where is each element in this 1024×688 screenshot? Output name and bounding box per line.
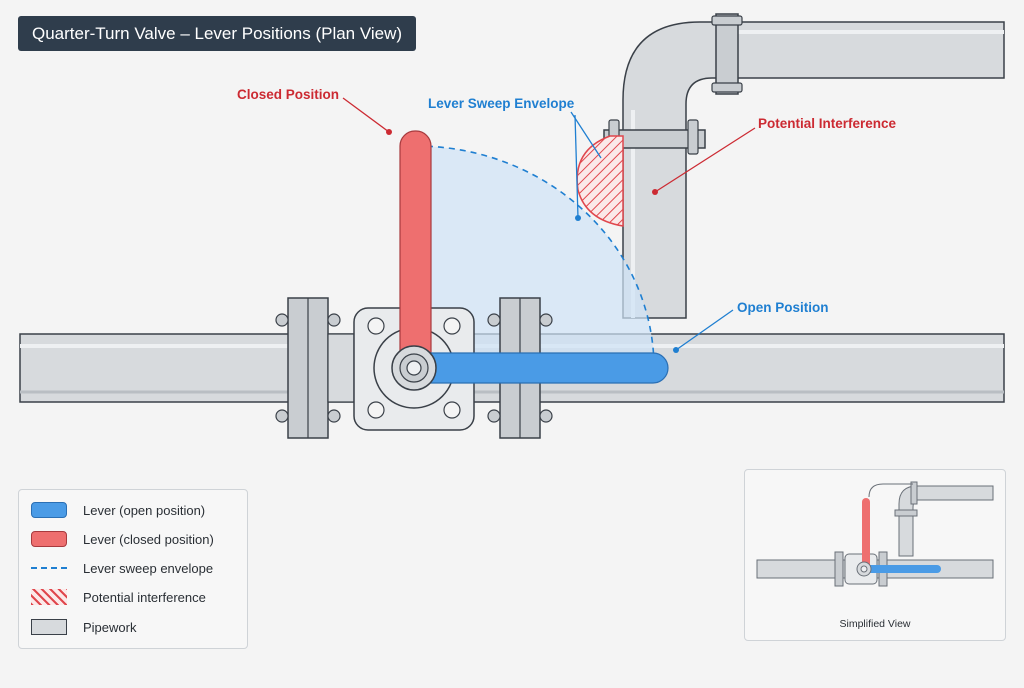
legend-item-lever-closed: Lever (closed position) [31, 529, 214, 549]
legend: Lever (open position) Lever (closed posi… [18, 489, 248, 649]
leader-lines [342, 97, 756, 353]
lever-open [407, 352, 669, 384]
legend-label: Pipework [83, 619, 137, 635]
legend-item-pipework: Pipework [31, 617, 136, 637]
legend-item-interference: Potential interference [31, 587, 206, 607]
hatch-swatch [31, 589, 67, 605]
legend-item-lever-open: Lever (open position) [31, 500, 205, 520]
legend-label: Lever sweep envelope [83, 560, 214, 576]
interference-zone [576, 135, 624, 227]
inset-caption: Simplified View [839, 618, 911, 630]
legend-item-sweep-envelope: Lever sweep envelope [31, 558, 213, 578]
legend-label: Potential interference [83, 589, 206, 605]
sweep-envelope [415, 145, 655, 369]
pipe-swatch [31, 619, 67, 635]
diagram-title: Quarter-Turn Valve – Lever Positions (Pl… [18, 16, 417, 51]
lever-closed-swatch [31, 531, 67, 547]
lever-closed [399, 130, 432, 372]
stem-hub [391, 345, 437, 391]
legend-label: Lever (open position) [83, 502, 206, 518]
interference-label: Potential Interference [758, 116, 897, 131]
left-flange [275, 297, 355, 439]
simplified-diagram [756, 481, 994, 587]
sweep-envelope-label: Lever Sweep Envelope [428, 96, 575, 111]
dashed-line-swatch [31, 567, 67, 569]
lever-open-swatch [31, 502, 67, 518]
closed-position-label: Closed Position [237, 87, 339, 102]
legend-label: Lever (closed position) [83, 531, 214, 547]
branch-pipe [603, 13, 1005, 319]
open-position-label: Open Position [737, 300, 829, 315]
simplified-view-inset: Simplified View [744, 469, 1006, 641]
